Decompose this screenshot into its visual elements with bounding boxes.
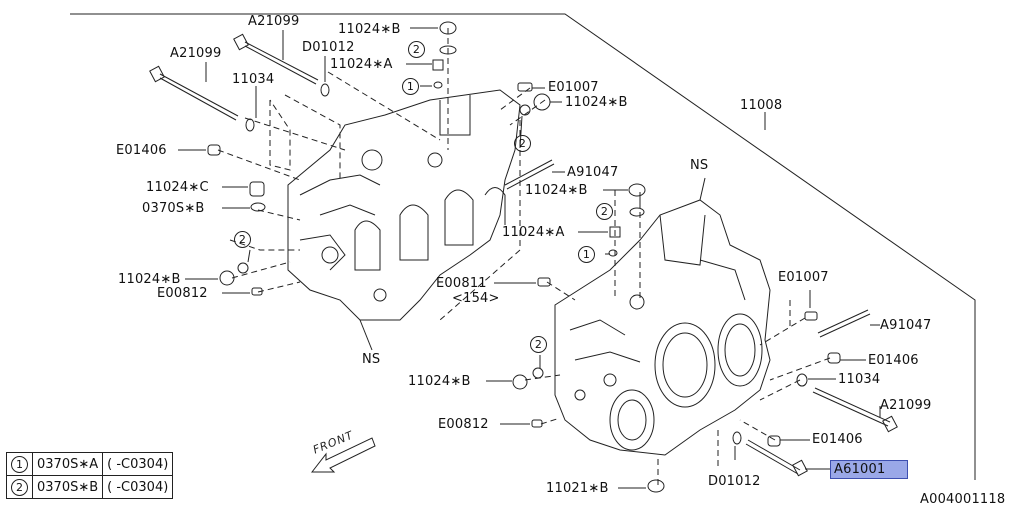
callout-1-center: 1 bbox=[578, 246, 595, 263]
label-e00811: E00811 bbox=[436, 276, 487, 291]
label-e01007-top: E01007 bbox=[548, 80, 599, 95]
label-11024b-left: 11024∗B bbox=[118, 272, 181, 287]
label-11024b-top: 11024∗B bbox=[338, 22, 401, 37]
label-11024a-center: 11024∗A bbox=[502, 225, 565, 240]
label-11021b: 11021∗B bbox=[546, 481, 609, 496]
legend-part: 0370S∗B bbox=[31, 475, 104, 499]
label-11024b-mid: 11024∗B bbox=[525, 183, 588, 198]
label-11024b-topright: 11024∗B bbox=[565, 95, 628, 110]
label-a91047-right: A91047 bbox=[880, 318, 932, 333]
front-arrow bbox=[310, 437, 376, 473]
callout-2-top: 2 bbox=[408, 41, 425, 58]
label-11024c: 11024∗C bbox=[146, 180, 209, 195]
label-e00812-left: E00812 bbox=[157, 286, 208, 301]
label-e01007-right: E01007 bbox=[778, 270, 829, 285]
label-a004001118: A004001118 bbox=[920, 492, 1006, 507]
parts bbox=[149, 21, 898, 493]
label-0370sb: 0370S∗B bbox=[142, 201, 205, 216]
label-d01012-bottom: D01012 bbox=[708, 474, 761, 489]
callout-1-top: 1 bbox=[402, 78, 419, 95]
label-11034-left: 11034 bbox=[232, 72, 275, 87]
label-a21099-top: A21099 bbox=[248, 14, 300, 29]
label-a91047-mid: A91047 bbox=[567, 165, 619, 180]
label-11024b-low: 11024∗B bbox=[408, 374, 471, 389]
legend-row: 2 0370S∗B ( -C0304) bbox=[6, 475, 174, 499]
label-ns-right: NS bbox=[690, 158, 709, 173]
left-block-half bbox=[287, 89, 521, 351]
label-a21099-right: A21099 bbox=[880, 398, 932, 413]
label-a61001-highlighted[interactable]: A61001 bbox=[830, 460, 908, 479]
label-11024a-top: 11024∗A bbox=[330, 57, 393, 72]
label-11008: 11008 bbox=[740, 98, 783, 113]
legend-range: ( -C0304) bbox=[102, 452, 174, 476]
label-a21099-left: A21099 bbox=[170, 46, 222, 61]
label-e00812-bottom: E00812 bbox=[438, 417, 489, 432]
legend-part: 0370S∗A bbox=[31, 452, 104, 476]
legend-table: 1 0370S∗A ( -C0304) 2 0370S∗B ( -C0304) bbox=[6, 452, 174, 499]
label-e00811-sub: <154> bbox=[452, 291, 500, 306]
assembly-dashed-lines bbox=[217, 28, 831, 485]
label-e01406-right: E01406 bbox=[868, 353, 919, 368]
callout-2-low: 2 bbox=[530, 336, 547, 353]
right-block-half bbox=[554, 177, 771, 456]
leader-lines bbox=[178, 27, 881, 489]
label-e01406-bottom: E01406 bbox=[812, 432, 863, 447]
label-d01012-top: D01012 bbox=[302, 40, 355, 55]
assembly-frame-line bbox=[70, 13, 976, 480]
legend-num: 2 bbox=[6, 475, 33, 499]
callout-2-center: 2 bbox=[596, 203, 613, 220]
callout-2-mid: 2 bbox=[514, 135, 531, 152]
legend-row: 1 0370S∗A ( -C0304) bbox=[6, 452, 174, 476]
legend-num: 1 bbox=[6, 452, 33, 476]
label-11034-right: 11034 bbox=[838, 372, 881, 387]
label-ns-left: NS bbox=[362, 352, 381, 367]
legend-range: ( -C0304) bbox=[102, 475, 174, 499]
label-e01406-left: E01406 bbox=[116, 143, 167, 158]
callout-2-left: 2 bbox=[234, 231, 251, 248]
